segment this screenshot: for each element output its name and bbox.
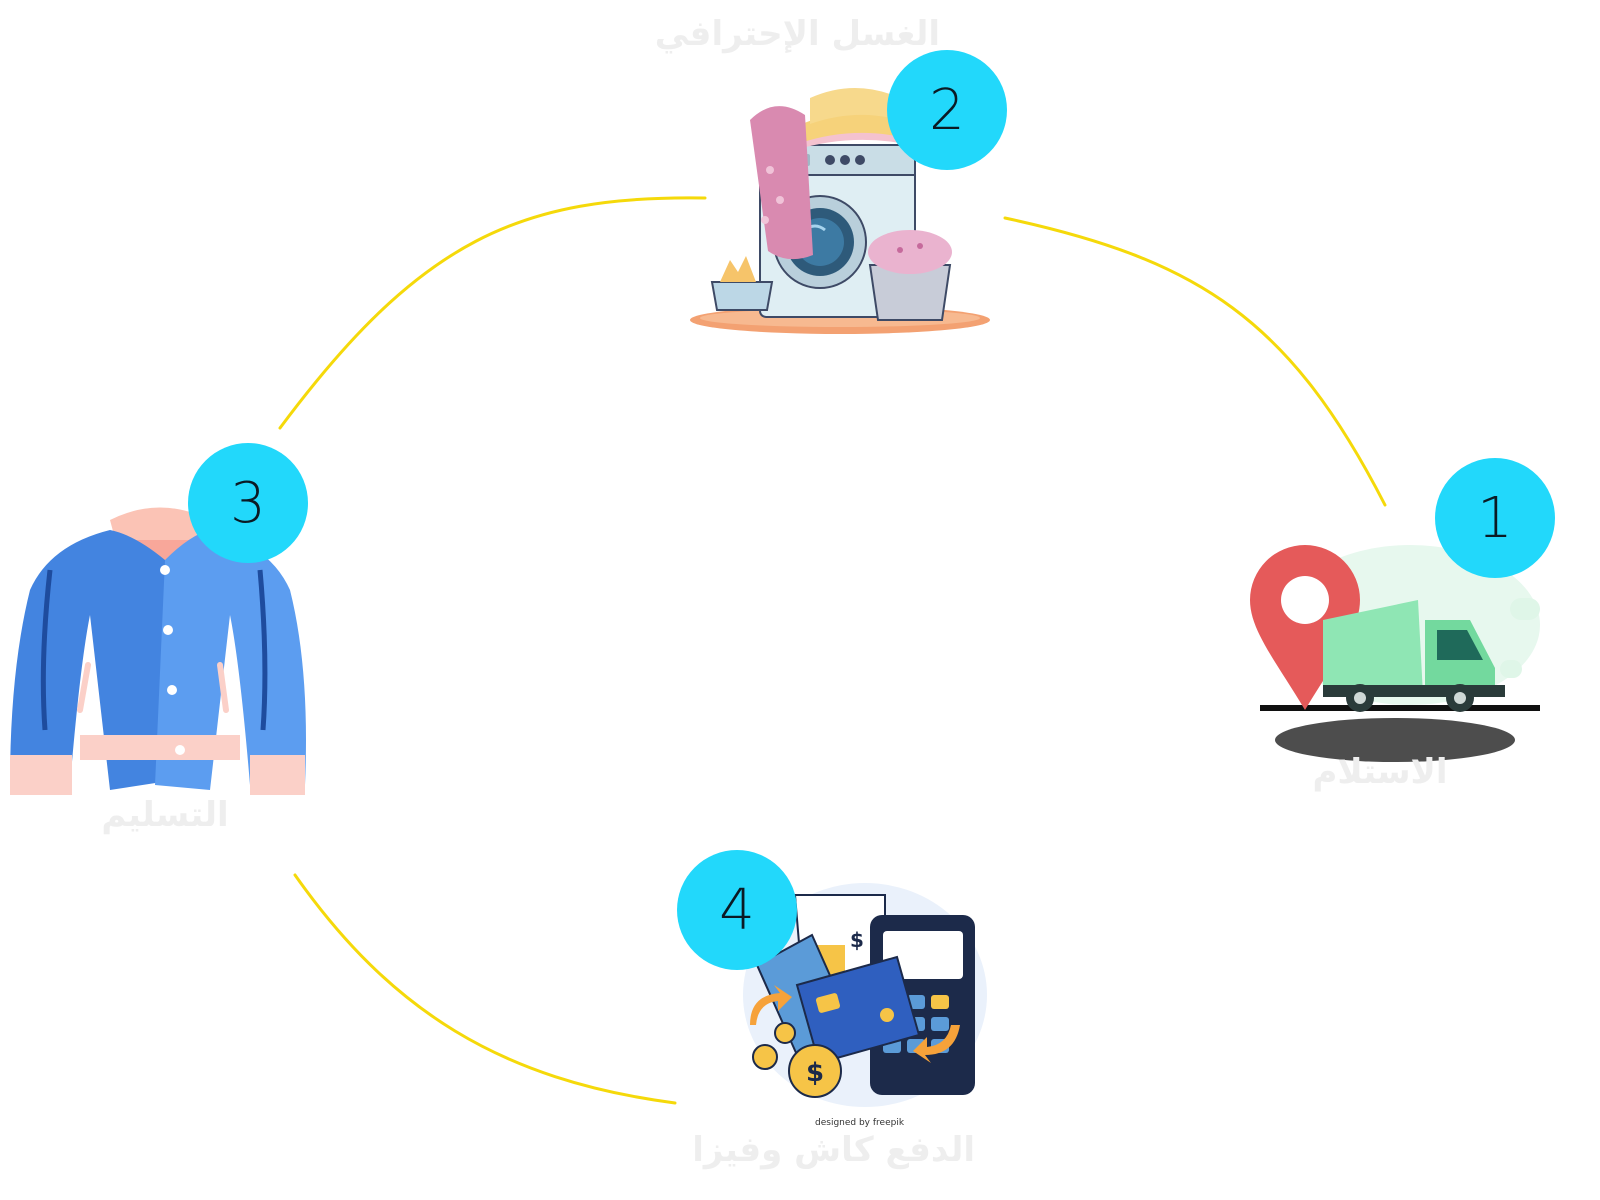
step-3-label: التسليم	[101, 795, 229, 835]
jacket-icon	[10, 507, 306, 795]
svg-text:$: $	[806, 1058, 824, 1088]
step-2-badge: 2	[887, 50, 1007, 170]
delivery-truck-location-icon	[1250, 545, 1540, 762]
connector-2-3	[278, 196, 707, 430]
payment-calculator-card-icon: $ $	[743, 883, 987, 1107]
connector-3-4	[293, 873, 677, 1105]
connector-1-2	[1003, 216, 1387, 507]
freepik-credit: designed by freepik	[815, 1118, 905, 1128]
step-4-label: الدفع كاش وفيزا	[692, 1130, 975, 1170]
svg-text:$: $	[850, 928, 864, 952]
step-4-badge: 4	[677, 850, 797, 970]
washing-machine-laundry-icon	[690, 88, 990, 334]
step-1-label: الاستلام	[1312, 752, 1448, 792]
step-1-badge: 1	[1435, 458, 1555, 578]
step-2-label: الغسل الإحترافي	[654, 14, 940, 54]
step-3-badge: 3	[188, 443, 308, 563]
